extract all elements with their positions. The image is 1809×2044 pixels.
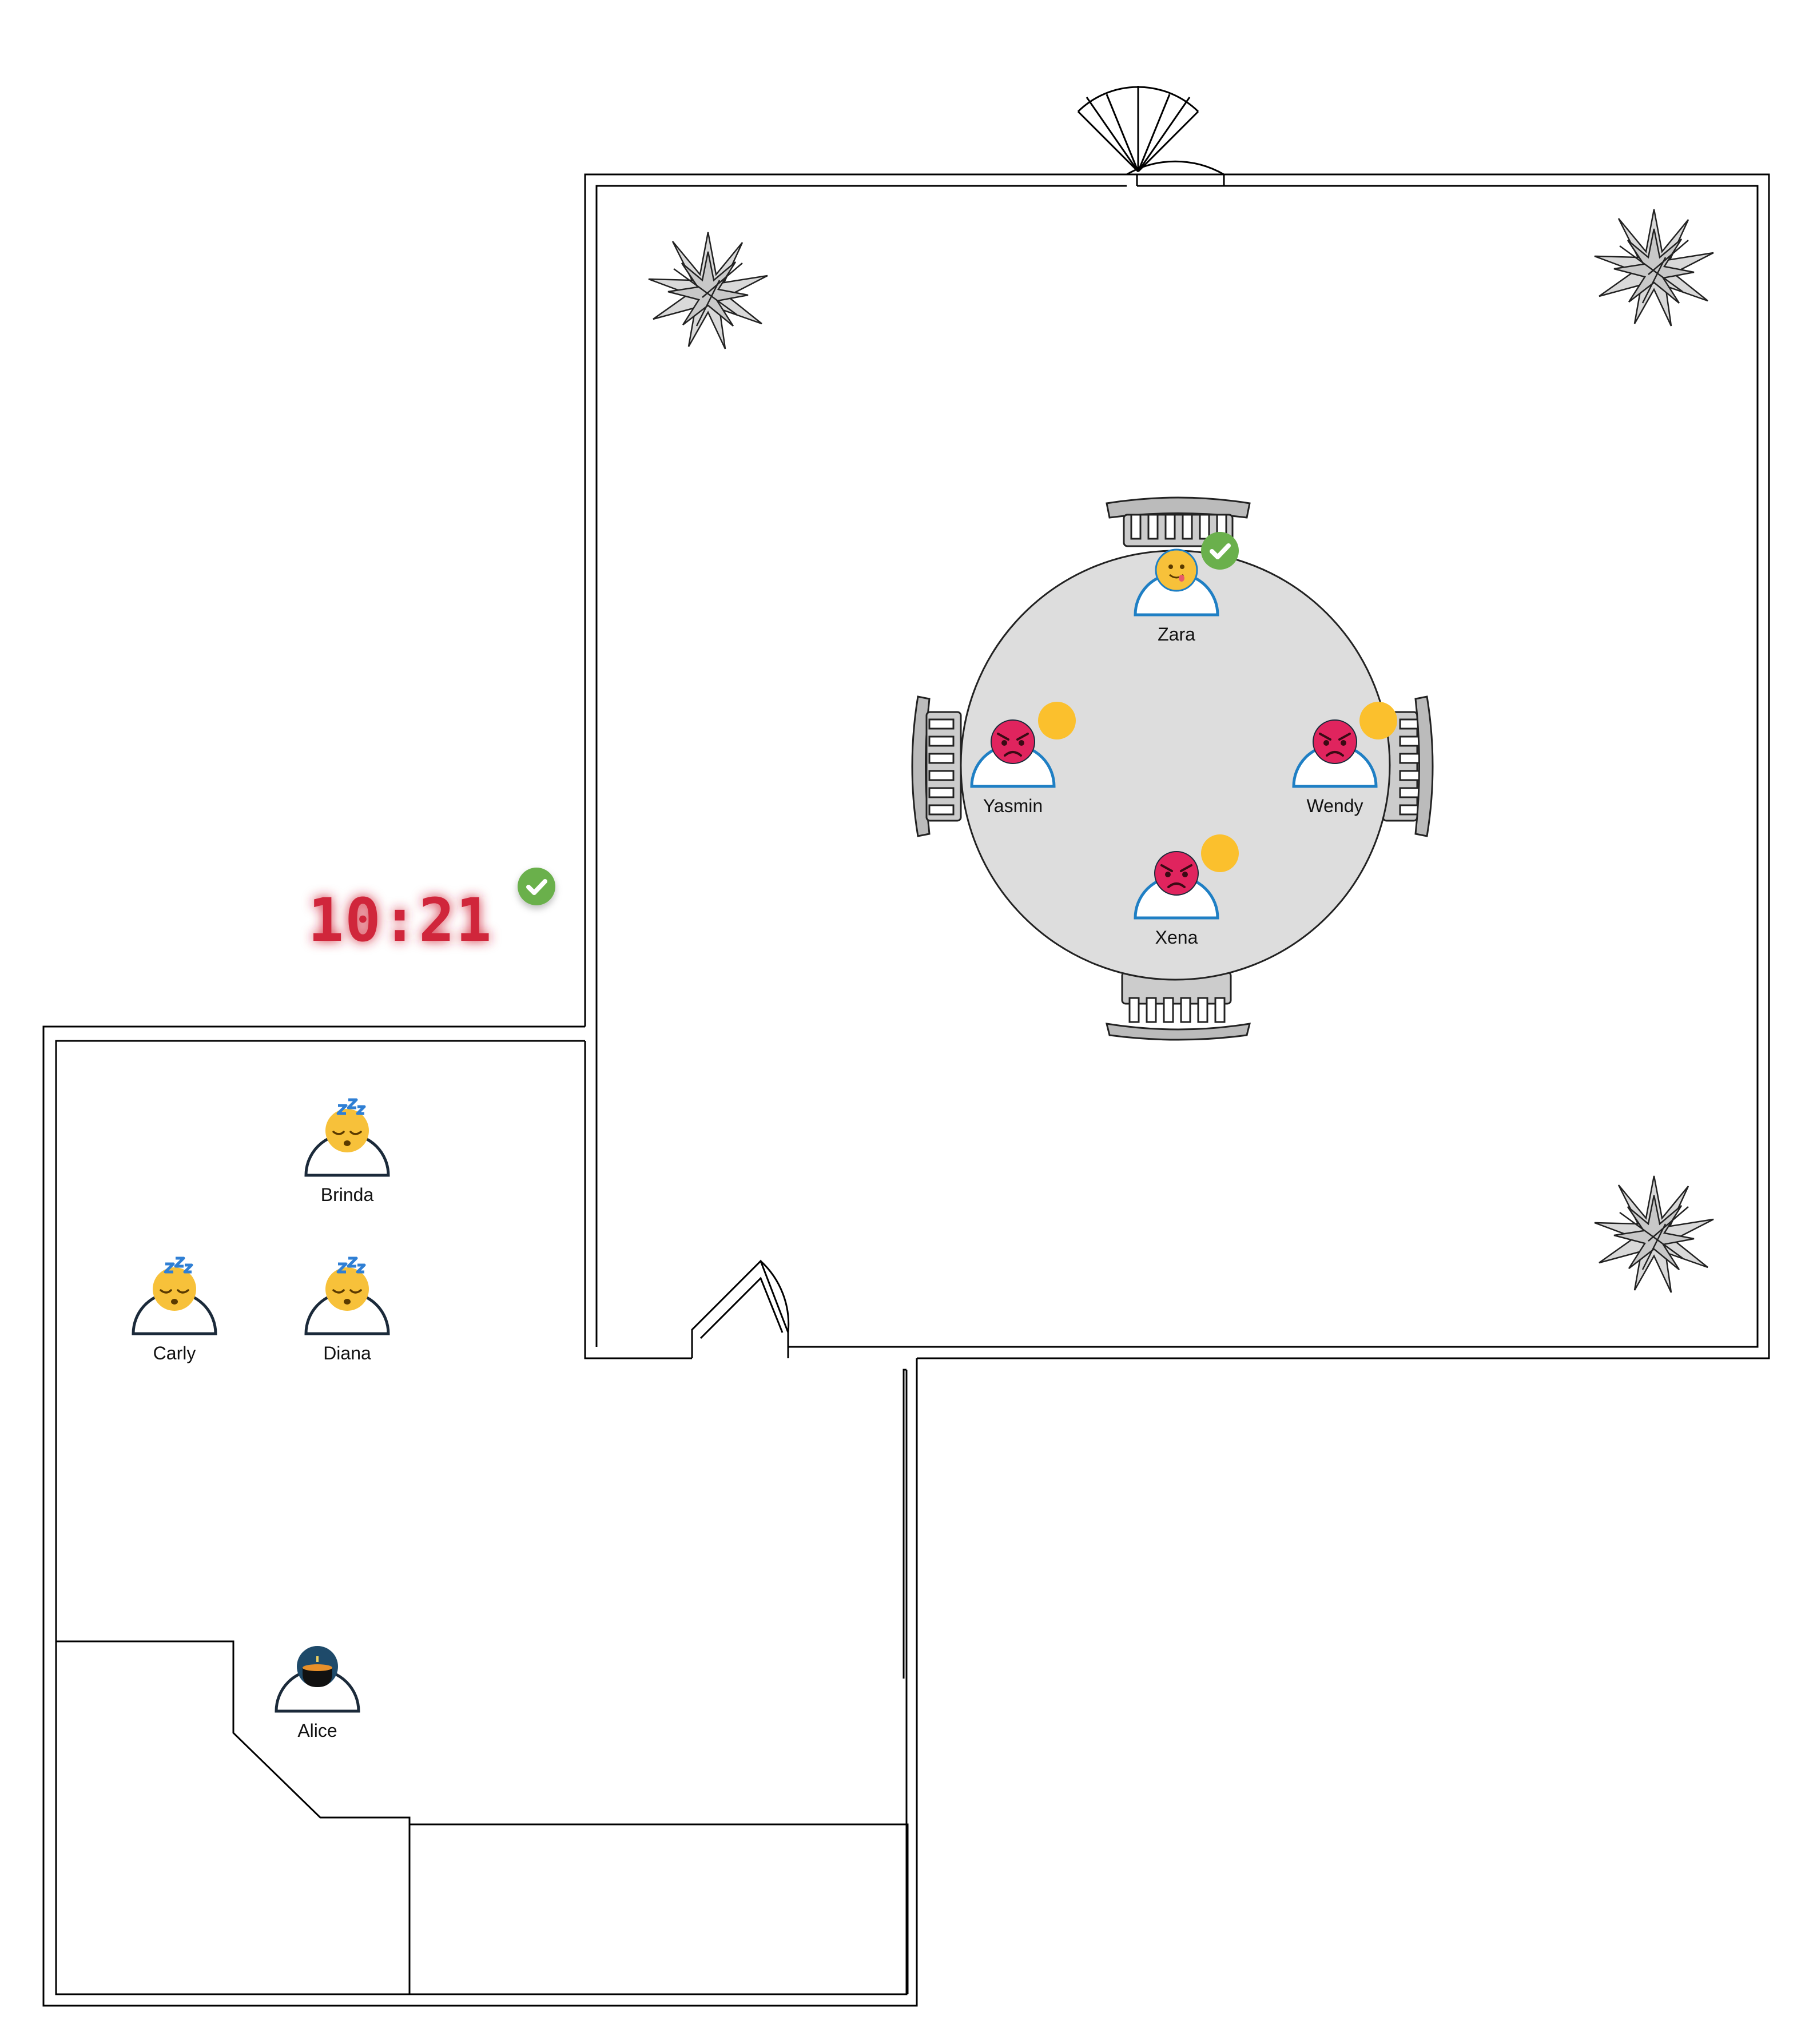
chair-icon-right (1382, 695, 1434, 837)
status-dot-icon (1038, 702, 1076, 739)
person-yasmin[interactable]: Yasmin (970, 702, 1076, 816)
sleeping-face-icon (153, 1267, 196, 1311)
status-dot-icon (1201, 834, 1239, 872)
chair-icon-bottom (1105, 971, 1251, 1041)
zzz-icon (336, 1256, 366, 1274)
zzz-icon (164, 1256, 193, 1274)
person-alice[interactable]: Alice (275, 1646, 360, 1741)
upper-door-icon[interactable] (1077, 86, 1225, 186)
person-name-label: Brinda (321, 1184, 374, 1205)
check-circle-icon (1201, 532, 1239, 570)
person-xena[interactable]: Xena (1134, 834, 1239, 948)
clock-time: 10:21 (308, 885, 492, 955)
happy-face-icon (1155, 548, 1198, 592)
person-name-label: Xena (1155, 927, 1198, 948)
upper-room-walls (584, 173, 1770, 1359)
person-name-label: Wendy (1306, 796, 1363, 816)
clock-widget: 10:21 (308, 868, 555, 955)
person-zara[interactable]: Zara (1134, 532, 1239, 645)
status-dot-icon (1359, 702, 1397, 739)
person-name-label: Diana (323, 1343, 371, 1363)
lower-door-icon[interactable] (691, 1259, 790, 1347)
plant-icon-bottom-right (1593, 1175, 1715, 1294)
closet-walls (56, 1640, 909, 1994)
chair-icon-left (911, 695, 962, 837)
person-name-label: Alice (297, 1720, 337, 1741)
person-carly[interactable]: Carly (132, 1256, 217, 1363)
zzz-icon (336, 1098, 366, 1115)
angry-face-icon (991, 719, 1035, 764)
plant-icon-top-right (1593, 208, 1715, 327)
person-brinda[interactable]: Brinda (304, 1098, 390, 1205)
person-name-label: Zara (1158, 624, 1195, 645)
lower-room-walls (42, 1025, 918, 2007)
angry-face-icon (1154, 851, 1199, 896)
sleeping-face-icon (325, 1267, 369, 1311)
person-wendy[interactable]: Wendy (1292, 702, 1397, 816)
person-diana[interactable]: Diana (304, 1256, 390, 1363)
person-name-label: Carly (153, 1343, 196, 1363)
sleeping-face-icon (325, 1109, 369, 1152)
plant-icon-top-left (647, 231, 769, 350)
chair-icon-top (1106, 496, 1251, 547)
angry-face-icon (1313, 719, 1357, 764)
person-name-label: Yasmin (983, 796, 1043, 816)
clock-check-icon (518, 868, 555, 905)
